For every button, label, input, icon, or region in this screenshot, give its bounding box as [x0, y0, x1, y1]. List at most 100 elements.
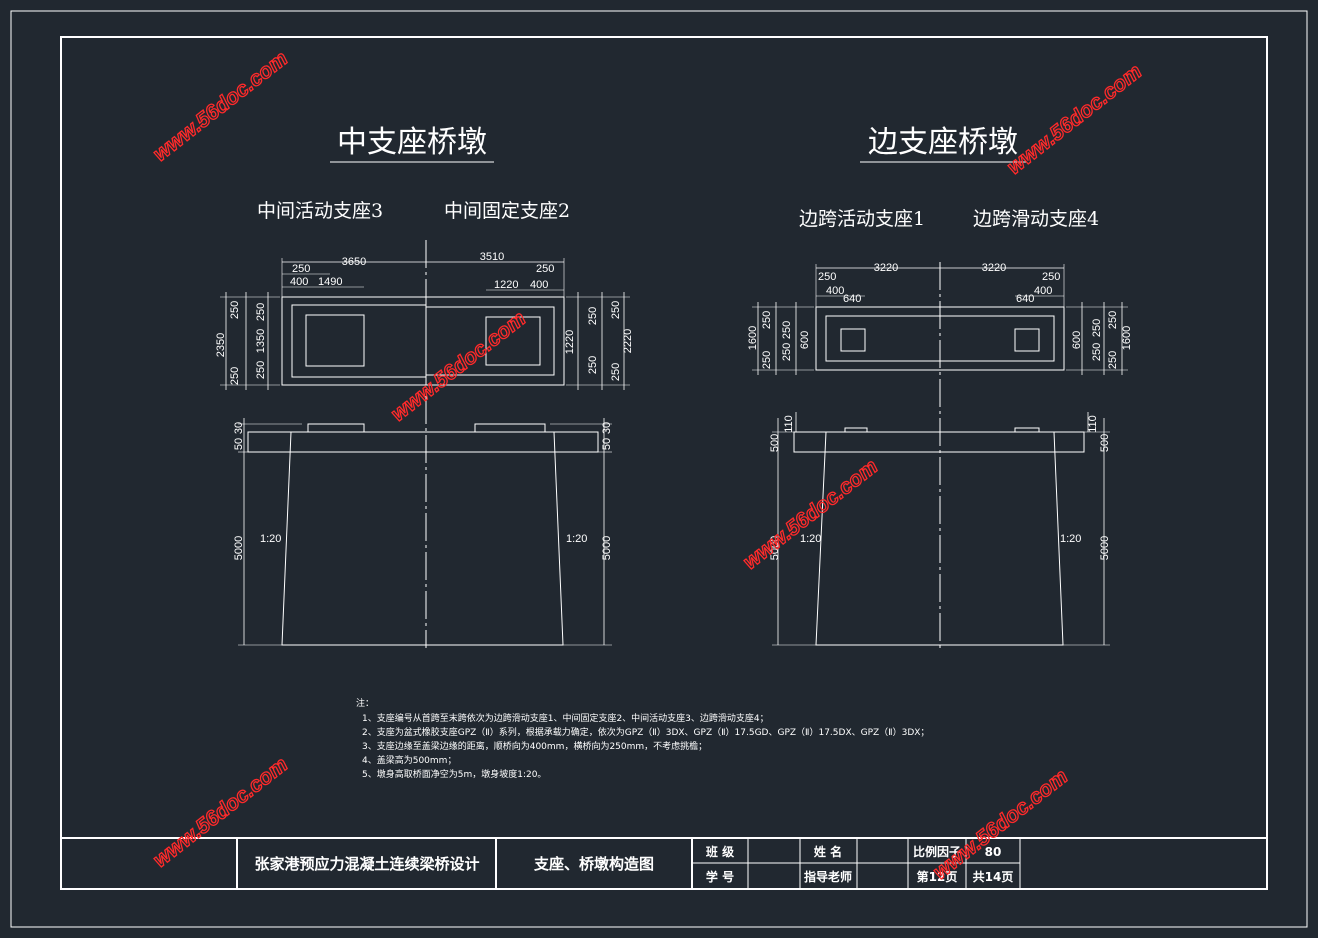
left-title: 中支座桥墩	[337, 125, 487, 160]
outer-frame	[10, 10, 1308, 928]
svg-text:250: 250	[1107, 311, 1119, 329]
student-id-label: 学 号	[706, 869, 734, 884]
svg-text:250: 250	[761, 311, 773, 329]
title-block: 张家港预应力混凝土连续梁桥设计 支座、桥墩构造图 班 级 学 号 姓 名 指导老…	[61, 837, 1267, 889]
notes: 注： 1、支座编号从首跨至末跨依次为边跨滑动支座1、中间固定支座2、中间活动支座…	[356, 697, 929, 780]
svg-text:400: 400	[1034, 285, 1052, 297]
svg-text:250: 250	[1091, 319, 1103, 337]
advisor-label: 指导老师	[804, 869, 852, 884]
svg-text:1:20: 1:20	[566, 533, 587, 545]
page-total: 共14页	[973, 869, 1014, 884]
watermark: www.56doc.com	[387, 307, 530, 426]
svg-text:640: 640	[843, 293, 861, 305]
svg-text:5000: 5000	[601, 536, 613, 560]
svg-text:3220: 3220	[874, 262, 898, 274]
watermark: www.56doc.com	[739, 455, 882, 574]
svg-text:1:20: 1:20	[260, 533, 281, 545]
svg-text:250: 250	[818, 271, 836, 283]
svg-text:30: 30	[233, 422, 245, 434]
left-cap-plan	[281, 296, 565, 386]
note-5: 5、墩身高取桥面净空为5m，墩身坡度1:20。	[362, 768, 546, 780]
svg-text:250: 250	[587, 307, 599, 325]
svg-text:250: 250	[1042, 271, 1060, 283]
svg-text:250: 250	[229, 301, 241, 319]
drawing-title: 支座、桥墩构造图	[533, 855, 654, 873]
svg-text:250: 250	[610, 363, 622, 381]
right-pier-body	[815, 431, 1064, 646]
svg-text:50: 50	[601, 438, 613, 450]
svg-text:3510: 3510	[480, 251, 504, 263]
bearing-3-plan	[305, 314, 365, 367]
svg-text:250: 250	[761, 351, 773, 369]
left-subtitle-left: 中间活动支座3	[257, 200, 383, 222]
svg-text:1:20: 1:20	[800, 533, 821, 545]
svg-text:250: 250	[536, 263, 554, 275]
left-pier-view: 中支座桥墩 中间活动支座3 中间固定支座2 3650 3510 250 250 …	[215, 125, 634, 648]
note-1: 1、支座编号从首跨至末跨依次为边跨滑动支座1、中间固定支座2、中间活动支座3、边…	[362, 712, 769, 724]
svg-text:50: 50	[233, 438, 245, 450]
bearing-2-plan	[485, 316, 541, 366]
watermarks: www.56doc.com www.56doc.com www.56doc.co…	[148, 46, 1147, 884]
svg-text:30: 30	[601, 422, 613, 434]
right-pier-view: 边支座桥墩 边跨活动支座1 边跨滑动支座4 3220 3220 250 250 …	[747, 125, 1133, 648]
svg-text:250: 250	[229, 367, 241, 385]
svg-text:250: 250	[781, 321, 793, 339]
svg-text:110: 110	[1087, 415, 1099, 433]
svg-text:1220: 1220	[494, 279, 518, 291]
svg-text:2350: 2350	[215, 333, 227, 357]
watermark: www.56doc.com	[149, 47, 292, 166]
project-title: 张家港预应力混凝土连续梁桥设计	[254, 855, 479, 873]
svg-text:400: 400	[530, 279, 548, 291]
svg-text:400: 400	[826, 285, 844, 297]
svg-text:640: 640	[1016, 293, 1034, 305]
svg-text:250: 250	[1091, 343, 1103, 361]
left-pier-body	[281, 431, 564, 646]
svg-text:5000: 5000	[769, 536, 781, 560]
svg-text:250: 250	[255, 303, 267, 321]
svg-text:5000: 5000	[233, 536, 245, 560]
svg-text:250: 250	[292, 263, 310, 275]
note-4: 4、盖梁高为500mm；	[362, 754, 456, 766]
right-title: 边支座桥墩	[868, 125, 1018, 160]
scale-label: 比例因子	[913, 844, 961, 859]
right-subtitle-left: 边跨活动支座1	[799, 208, 925, 230]
name-label: 姓 名	[814, 844, 842, 859]
svg-text:250: 250	[255, 361, 267, 379]
page-number: 第12页	[917, 869, 958, 884]
bearing-4-plan	[1014, 328, 1040, 352]
svg-text:1220: 1220	[564, 330, 576, 354]
left-subtitle-right: 中间固定支座2	[444, 200, 570, 222]
svg-text:1:20: 1:20	[1060, 533, 1081, 545]
svg-text:500: 500	[1099, 434, 1111, 452]
right-cap-plan	[815, 306, 1065, 371]
svg-text:3650: 3650	[342, 256, 366, 268]
svg-text:250: 250	[1107, 351, 1119, 369]
right-subtitle-right: 边跨滑动支座4	[973, 208, 1099, 230]
note-2: 2、支座为盆式橡胶支座GPZ（Ⅱ）系列，根据承载力确定，依次为GPZ（Ⅱ）3DX…	[362, 726, 929, 738]
right-cap-beam	[793, 431, 1085, 453]
watermark: www.56doc.com	[1003, 60, 1146, 179]
notes-heading: 注：	[356, 697, 374, 709]
svg-text:3220: 3220	[982, 262, 1006, 274]
svg-text:250: 250	[610, 301, 622, 319]
svg-text:1600: 1600	[747, 326, 759, 350]
svg-text:110: 110	[783, 415, 795, 433]
svg-text:400: 400	[290, 276, 308, 288]
scale-value: 80	[985, 845, 1002, 859]
svg-text:1490: 1490	[318, 276, 342, 288]
svg-text:600: 600	[1071, 331, 1083, 349]
note-3: 3、支座边缘至盖梁边缘的距离，顺桥向为400mm，横桥向为250mm，不考虑挑檐…	[362, 740, 707, 752]
inner-frame	[60, 36, 1268, 890]
svg-text:250: 250	[587, 356, 599, 374]
svg-text:500: 500	[769, 434, 781, 452]
svg-text:600: 600	[799, 331, 811, 349]
svg-text:1350: 1350	[255, 329, 267, 353]
watermark: www.56doc.com	[929, 765, 1072, 884]
svg-text:250: 250	[781, 343, 793, 361]
left-cap-beam	[247, 431, 599, 453]
class-label: 班 级	[706, 844, 734, 859]
bearing-1-plan	[840, 328, 866, 352]
svg-text:5000: 5000	[1099, 536, 1111, 560]
svg-text:1600: 1600	[1121, 326, 1133, 350]
